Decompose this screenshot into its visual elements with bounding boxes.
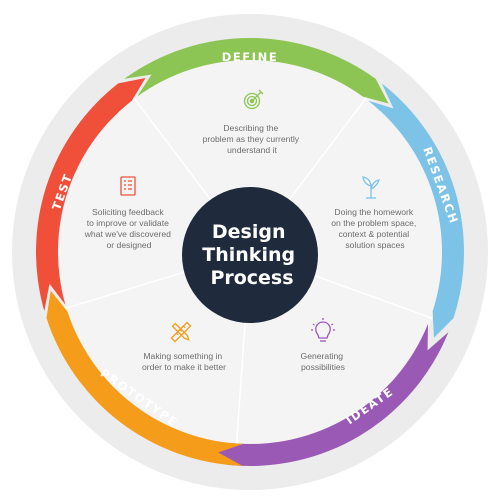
segment-divider — [235, 311, 247, 446]
target-icon — [243, 89, 264, 110]
band-ideate — [204, 323, 449, 467]
center-circle — [182, 187, 318, 323]
stage-bands — [36, 37, 465, 467]
band-test — [36, 78, 146, 311]
description-ideate: Generating possibilities — [301, 351, 346, 372]
segment-divider — [132, 96, 215, 205]
center-title: Design Thinking Process — [202, 221, 301, 289]
description-prototype: Making something in order to make it bet… — [142, 351, 226, 372]
band-label-define: DEFINE — [222, 50, 279, 64]
pencil-ruler-icon — [170, 321, 192, 343]
segment-dividers — [64, 96, 433, 446]
description-research: Doing the homework on the problem space,… — [331, 207, 418, 250]
segment-divider — [285, 96, 368, 205]
description-test: Soliciting feedback to improve or valida… — [84, 207, 174, 250]
checklist-icon — [120, 176, 136, 196]
segment-divider — [306, 271, 433, 320]
segment-divider — [64, 268, 193, 310]
band-prototype — [46, 290, 244, 466]
plant-icon — [362, 176, 380, 199]
band-research — [368, 83, 465, 338]
band-define — [124, 37, 389, 104]
lightbulb-icon — [311, 318, 335, 342]
description-define: Describing the problem as they currently… — [203, 123, 302, 155]
